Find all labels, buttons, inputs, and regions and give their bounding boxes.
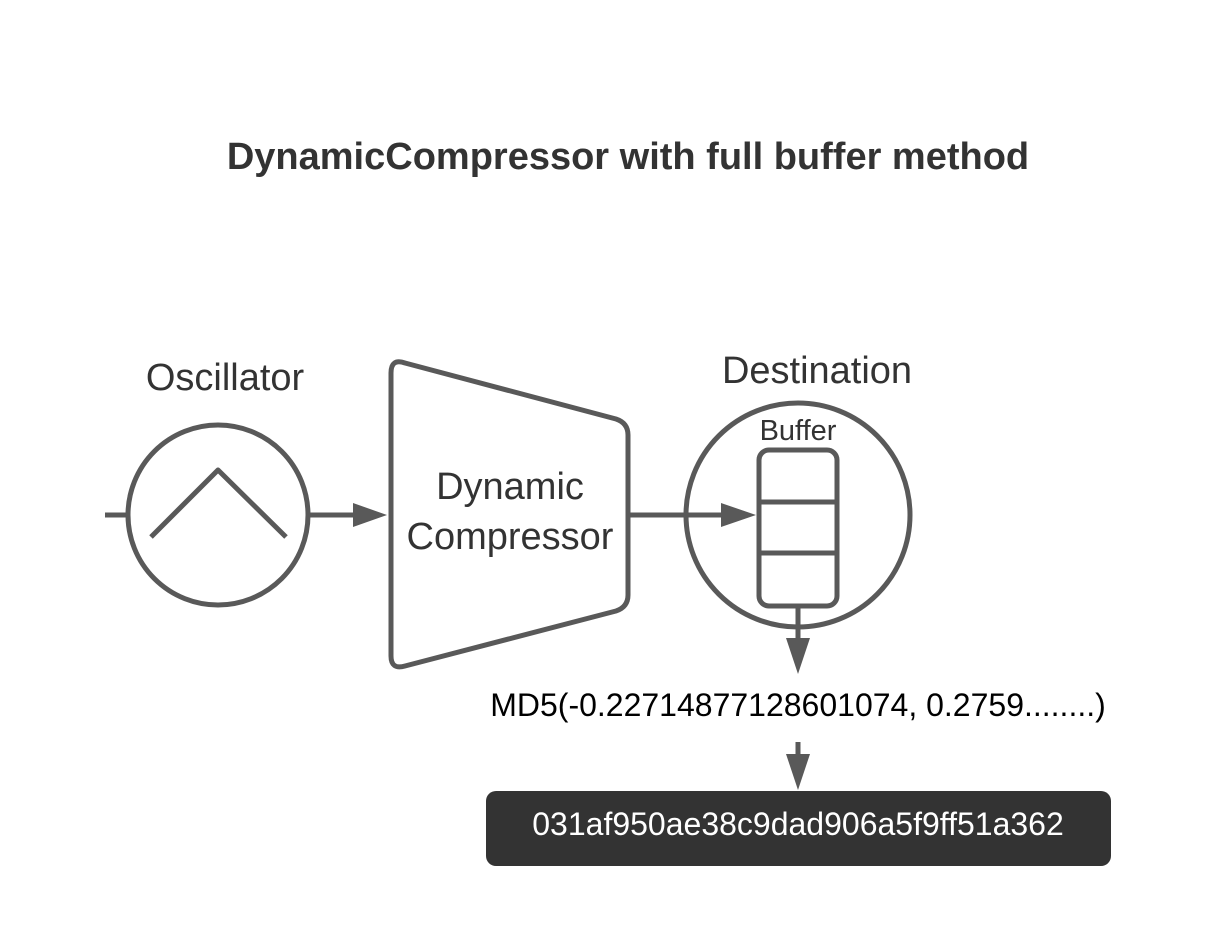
oscillator-circle	[125, 422, 311, 608]
compressor-label-line2: Compressor	[407, 516, 614, 558]
destination-node: Destination Buffer	[683, 350, 913, 630]
arrowhead-right-icon	[353, 503, 387, 527]
buffer-stack-icon	[756, 447, 840, 609]
arrow-compressor-to-buffer	[630, 503, 756, 527]
dynamic-compressor-node: Dynamic Compressor	[388, 359, 631, 670]
triangle-wave-icon	[149, 467, 288, 539]
arrowhead-right-icon	[721, 503, 756, 527]
hash-value: 031af950ae38c9dad906a5f9ff51a362	[532, 806, 1064, 842]
destination-label: Destination	[722, 350, 912, 392]
arrow-md5-to-hash	[786, 742, 810, 790]
arrow-oscillator-to-compressor	[308, 503, 387, 527]
oscillator-label: Oscillator	[146, 357, 305, 399]
compressor-label-line1: Dynamic	[436, 466, 584, 508]
buffer-label: Buffer	[760, 415, 837, 447]
compressor-trapezoid	[388, 359, 631, 670]
arrow-buffer-to-md5	[786, 606, 810, 674]
hash-box-background	[486, 791, 1111, 866]
hash-result-box: 031af950ae38c9dad906a5f9ff51a362	[486, 791, 1111, 866]
oscillator-node: Oscillator	[105, 357, 311, 608]
arrowhead-down-icon	[786, 754, 810, 790]
diagram-title: DynamicCompressor with full buffer metho…	[227, 136, 1029, 178]
arrowhead-down-icon	[786, 638, 810, 674]
md5-expression: MD5(-0.22714877128601074, 0.2759........…	[490, 687, 1106, 723]
